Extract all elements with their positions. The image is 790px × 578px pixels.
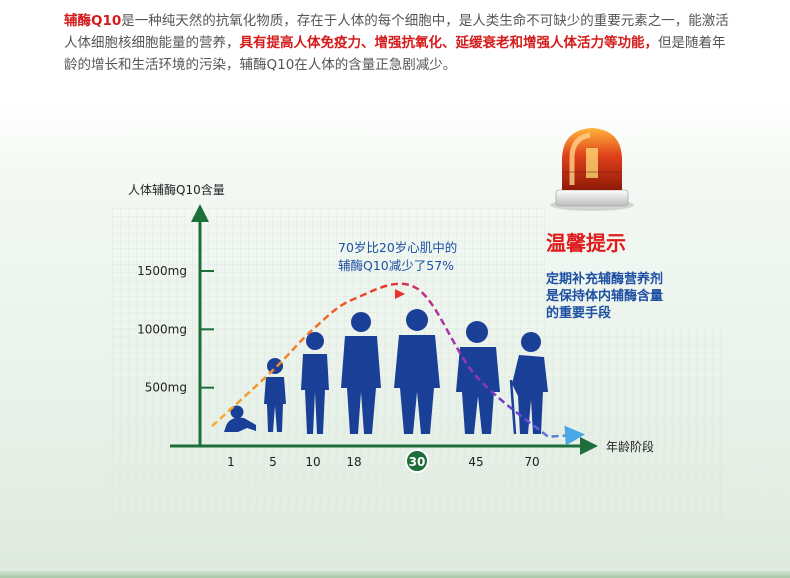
- notice-title: 温馨提示: [546, 231, 626, 255]
- x-tick-label: 70: [524, 455, 539, 469]
- x-tick-label: 45: [468, 455, 483, 469]
- intro-highlight: 具有提高人体免疫力、增强抗氧化、延缓衰老和增强人体活力等功能，: [239, 35, 659, 51]
- annotation-line-2: 辅酶Q10减少了57%: [338, 258, 454, 273]
- kid-figure-icon: [301, 332, 329, 434]
- notice-line-1: 定期补充辅酶营养剂: [545, 271, 663, 287]
- bottom-bar: [0, 571, 790, 578]
- human-silhouettes: [224, 309, 548, 435]
- x-tick-label: 5: [269, 455, 277, 469]
- x-tick-label: 1: [227, 455, 235, 469]
- x-tick-label: 18: [346, 455, 361, 469]
- y-axis-arrow: [191, 204, 209, 222]
- y-tick-label: 1500mg: [137, 264, 187, 278]
- intro-paragraph: 辅酶Q10是一种纯天然的抗氧化物质，存在于人体的每个细胞中，是人类生命不可缺少的…: [64, 10, 736, 76]
- highlight-tick-circle: [405, 449, 429, 473]
- intro-text-1: 是一种纯天然的抗氧化物质，存在于人体的每个细胞中，是人类生命不可缺少的重要元素之…: [64, 13, 729, 51]
- x-tick-label: 10: [305, 455, 320, 469]
- teen-figure-icon: [341, 312, 381, 434]
- x-axis-label: 年龄阶段: [606, 439, 654, 454]
- coq10-curve: [211, 282, 585, 446]
- grid-panel-right: [545, 330, 723, 530]
- y-tick-label: 500mg: [145, 381, 187, 395]
- annotation-line-1: 70岁比20岁心肌中的: [338, 240, 457, 255]
- peak-arrow-icon: [395, 289, 405, 299]
- notice-line-2: 是保持体内辅酶含量: [545, 288, 663, 304]
- child-figure-icon: [264, 358, 286, 432]
- x-tick-label: 30: [409, 455, 426, 469]
- adult-figure-icon: [394, 309, 440, 434]
- intro-brand: 辅酶Q10: [64, 13, 122, 29]
- intro-text-2: 但是随着年龄的增长和生活环境的污染，辅酶Q10在人体的含量正急剧减少。: [64, 35, 726, 73]
- y-tick-label: 1000mg: [137, 322, 187, 336]
- baby-figure-icon: [224, 405, 256, 432]
- notice-line-3: 的重要手段: [546, 305, 611, 321]
- middle-aged-figure-icon: [456, 321, 500, 434]
- alarm-lamp-icon: [550, 128, 634, 211]
- y-axis-label: 人体辅酶Q10含量: [128, 182, 225, 197]
- elderly-figure-icon: [509, 332, 548, 435]
